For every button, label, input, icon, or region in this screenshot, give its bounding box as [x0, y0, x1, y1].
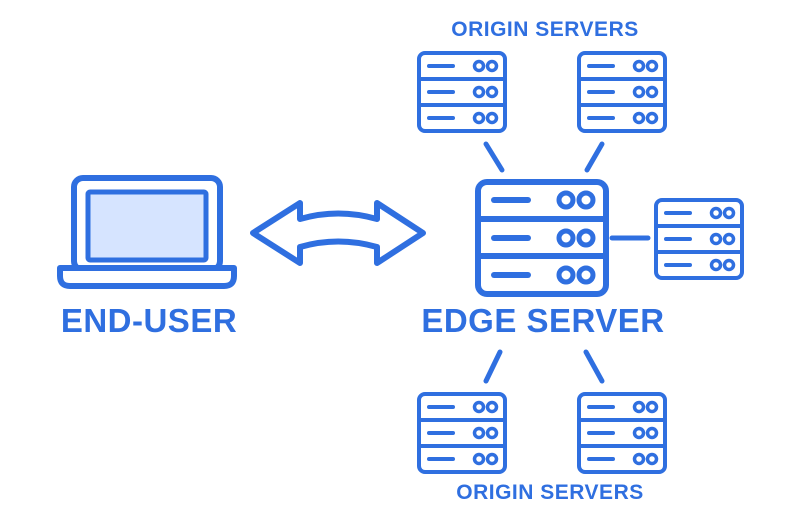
connector-lines: [483, 141, 651, 384]
edge-server-icon: [475, 179, 609, 297]
origin-servers-bottom-label: ORIGIN SERVERS: [456, 481, 644, 504]
connector-bottom-right: [583, 349, 605, 384]
origin-server-bottom-right-icon: [577, 392, 667, 474]
origin-server-right-icon: [654, 198, 744, 280]
origin-server-top-left-icon: [417, 51, 507, 133]
connector-bottom-left: [483, 349, 503, 384]
bidirectional-arrow-icon: [250, 200, 426, 266]
origin-servers-top-label: ORIGIN SERVERS: [451, 18, 639, 41]
edge-server-label: EDGE SERVER: [421, 302, 665, 339]
laptop-icon: [57, 175, 237, 289]
origin-server-bottom-left-icon: [417, 392, 507, 474]
connector-top-left: [483, 141, 505, 173]
origin-server-top-right-icon: [577, 51, 667, 133]
connector-top-right: [584, 141, 605, 173]
end-user-label: END-USER: [60, 302, 238, 339]
